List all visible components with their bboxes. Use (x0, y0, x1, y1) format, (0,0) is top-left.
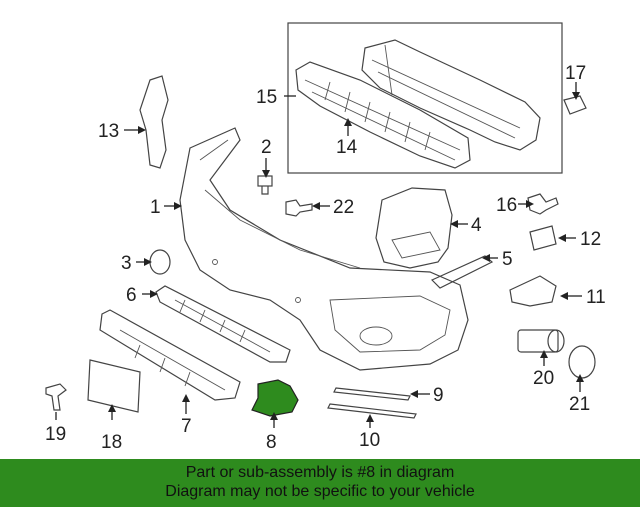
bumper-beam (361, 39, 541, 151)
screw-19 (45, 383, 67, 411)
cap-12 (529, 225, 557, 251)
clip-2 (257, 175, 273, 195)
sensor-20 (517, 329, 565, 353)
callout-12: 12 (580, 229, 601, 250)
ring-21 (568, 345, 596, 379)
callout-9: 9 (433, 385, 444, 406)
callout-11: 11 (586, 287, 606, 308)
callout-15: 15 (256, 87, 277, 108)
callout-21: 21 (569, 394, 590, 415)
banner-line-1: Part or sub-assembly is #8 in diagram (185, 464, 455, 481)
strip-9 (333, 387, 411, 401)
callout-7: 7 (181, 416, 192, 437)
grille-7 (99, 309, 241, 401)
callout-labels: 15 14 13 2 1 22 3 4 5 6 7 8 9 10 11 12 1… (45, 63, 606, 453)
bracket-4 (375, 187, 453, 269)
callout-13: 13 (98, 121, 119, 142)
callout-19: 19 (45, 424, 66, 445)
screw-22 (285, 199, 313, 217)
callout-3: 3 (121, 253, 132, 274)
callout-16: 16 (496, 195, 517, 216)
cap-3 (149, 249, 171, 275)
callout-2: 2 (261, 137, 272, 158)
license-plate-18 (87, 359, 141, 413)
banner-line-2: Diagram may not be specific to your vehi… (165, 483, 475, 500)
reinforcement-inset (287, 22, 563, 174)
parts-diagram: 15 14 13 2 1 22 3 4 5 6 7 8 9 10 11 12 1… (45, 22, 606, 453)
leader-lines (55, 82, 584, 428)
callout-10: 10 (359, 430, 380, 451)
bracket-13 (139, 75, 169, 169)
callout-18: 18 (101, 432, 122, 453)
bumper-cover (179, 127, 469, 371)
callout-5: 5 (502, 249, 513, 270)
callout-1: 1 (150, 197, 161, 218)
callout-14: 14 (336, 137, 358, 158)
bolt-16 (527, 193, 559, 215)
callout-6: 6 (126, 285, 137, 306)
strip-10 (327, 403, 417, 419)
callout-20: 20 (533, 368, 554, 389)
inset-frame (287, 22, 563, 174)
clip-17 (563, 95, 587, 115)
strip-5 (430, 255, 494, 289)
callout-17: 17 (565, 63, 586, 84)
callout-22: 22 (333, 197, 354, 218)
impact-absorber (295, 61, 471, 169)
cover-8-highlighted[interactable] (251, 379, 299, 417)
bracket-11 (509, 275, 557, 307)
callout-4: 4 (471, 215, 482, 236)
grille-6 (155, 285, 291, 363)
part-info-banner: Part or sub-assembly is #8 in diagram Di… (0, 459, 640, 507)
callout-8: 8 (266, 432, 277, 453)
